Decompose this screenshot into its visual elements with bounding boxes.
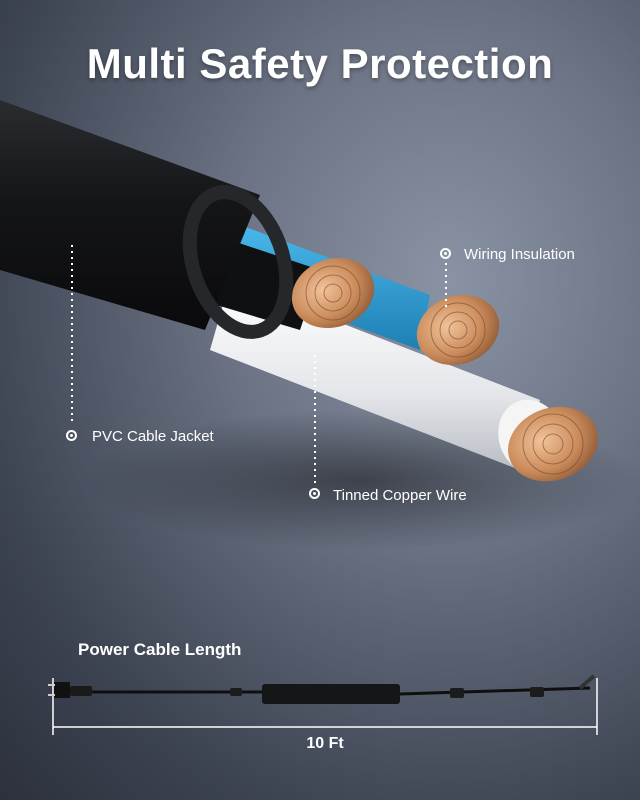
tinned-copper-wire-label: Tinned Copper Wire	[333, 487, 467, 504]
copper-strands-white	[508, 406, 598, 482]
wiring-insulation-label: Wiring Insulation	[464, 246, 575, 263]
power-cable-diagram	[48, 674, 598, 735]
pvc-callout-dot	[66, 430, 77, 441]
page-title: Multi Safety Protection	[86, 40, 554, 87]
copper-callout-dot	[309, 488, 320, 499]
insulation-callout-dot	[440, 248, 451, 259]
cable-length-value: 10 Ft	[306, 735, 344, 752]
power-cable-length-heading: Power Cable Length	[78, 640, 242, 659]
pvc-cable-jacket-label: PVC Cable Jacket	[92, 428, 214, 445]
pvc-jacket	[0, 100, 294, 339]
plug-icon	[54, 682, 70, 698]
dc-connector-icon	[578, 674, 596, 690]
power-adapter-brick	[262, 684, 400, 704]
